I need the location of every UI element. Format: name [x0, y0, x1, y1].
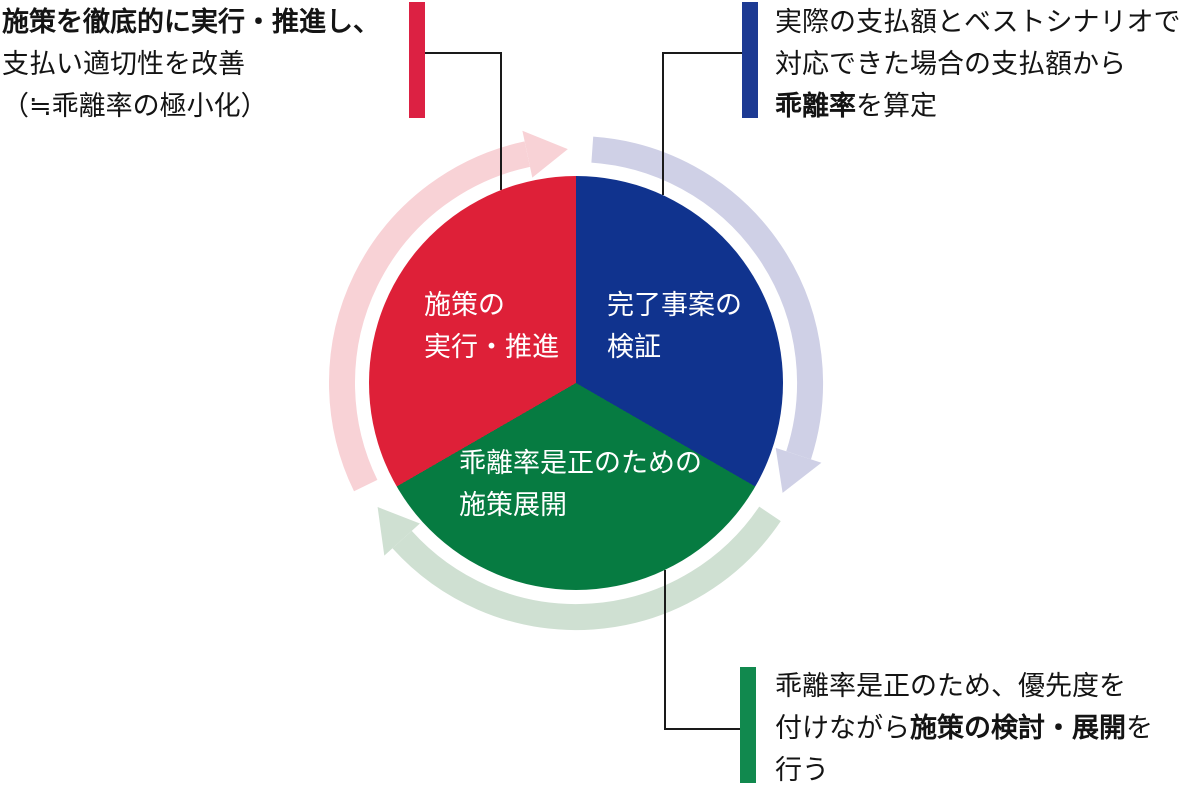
- accent-bar-verify: [742, 2, 758, 118]
- cycle-arrow-left-arc: [329, 141, 531, 492]
- cycle-arrow-right-arc: [591, 136, 824, 460]
- cycle-arrow-bottom-arc: [392, 506, 781, 631]
- callout-line: 対応できた場合の支払額から: [775, 49, 1126, 79]
- callout-line: 行う: [775, 755, 829, 785]
- cycle-arrow-left-head-icon: [522, 130, 568, 178]
- connector-deploy-callout: [664, 570, 740, 730]
- callout-line: 乖離率を算定: [775, 91, 937, 121]
- segment-label-execute: 施策の 実行・推進: [424, 290, 559, 362]
- callout-deploy: 乖離率是正のため、優先度を 付けながら施策の検討・展開を 行う: [775, 665, 1184, 791]
- accent-bar-execute: [409, 2, 425, 118]
- accent-bar-deploy: [740, 667, 756, 783]
- connector-verify-callout: [662, 52, 742, 195]
- callout-line: 付けながら施策の検討・展開を: [775, 713, 1153, 743]
- connector-execute-callout: [425, 52, 502, 190]
- callout-line: 実際の支払額とベストシナリオで: [775, 7, 1181, 37]
- callout-execute: 施策を徹底的に実行・推進し、 支払い適切性を改善 （≒乖離率の極小化）: [2, 1, 407, 127]
- callout-verify: 実際の支払額とベストシナリオで 対応できた場合の支払額から 乖離率を算定: [775, 1, 1184, 127]
- cycle-arrow-bottom-head-icon: [377, 507, 420, 556]
- callout-line: （≒乖離率の極小化）: [2, 91, 268, 121]
- callout-line: 支払い適切性を改善: [2, 49, 245, 79]
- callout-line: 乖離率是正のため、優先度を: [775, 671, 1126, 701]
- callout-line: 施策を徹底的に実行・推進し、: [2, 7, 380, 37]
- cycle-pie: [369, 176, 783, 590]
- segment-label-verify: 完了事案の 検証: [607, 290, 742, 362]
- segment-label-deploy: 乖離率是正のための 施策展開: [459, 448, 702, 520]
- cycle-arrow-right-head-icon: [775, 447, 822, 493]
